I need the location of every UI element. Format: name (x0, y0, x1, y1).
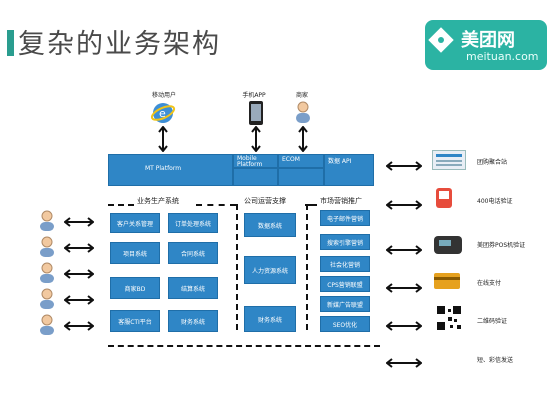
platform-main: MT Platform (108, 154, 233, 186)
arrow-user-to-business (64, 243, 94, 253)
ops-box-finance: 财务系统 (244, 306, 296, 332)
platform-ecom-lower (278, 168, 324, 186)
column-title-operations: 公司运营支撑 (244, 197, 286, 205)
business-box-finance: 财务系统 (168, 310, 218, 332)
arrow-merchant-to-platform (298, 126, 308, 152)
logo-mark-dot (438, 37, 444, 43)
pos-icon (434, 236, 462, 254)
arrow-to-service (386, 358, 422, 368)
user-icon (40, 288, 54, 309)
svg-text:e: e (159, 107, 166, 120)
title-accent-bar (7, 30, 14, 56)
service-label-pos: 美团券POS机验证 (477, 242, 526, 249)
frame-divider-2 (306, 204, 308, 330)
platform-mobile-lower (233, 168, 278, 186)
business-box-settlement: 结算系统 (168, 277, 218, 299)
frame-top-business-left (108, 204, 134, 206)
service-label-sms: 短、彩信发送 (477, 357, 514, 364)
frame-top-ops-right (305, 204, 317, 206)
platform-mobile: Mobile Platform (233, 154, 278, 168)
arrow-mobile-to-platform (158, 126, 168, 152)
service-label-payment: 在线支付 (477, 280, 502, 287)
arrow-user-to-business (64, 217, 94, 227)
service-label-qrcode: 二维码验证 (477, 318, 508, 325)
platform-ecom: ECOM (278, 154, 324, 168)
frame-divider-1 (236, 204, 238, 330)
column-title-business: 业务生产系统 (137, 197, 179, 205)
user-icon (40, 236, 54, 257)
ops-box-hr: 人力资源系统 (244, 256, 296, 284)
mkt-box-seo: SEO优化 (320, 316, 370, 332)
business-box-crm: 客户关系管理 (110, 213, 160, 233)
client-label-app: 手机APP (242, 92, 266, 99)
mkt-box-cps: CPS营销联盟 (320, 276, 370, 292)
frame-bottom (108, 345, 380, 347)
browser-icon: e (150, 103, 176, 123)
business-box-merchant-bd: 商家BD (110, 277, 160, 299)
business-box-cti: 客服CTI平台 (110, 310, 160, 332)
card-icon (434, 273, 460, 289)
aggregator-site-icon (432, 150, 466, 170)
ops-box-data: 数据系统 (244, 213, 296, 237)
phone-icon (249, 101, 263, 125)
mkt-box-sem: 搜索引擎营销 (320, 234, 370, 250)
arrow-user-to-business (64, 269, 94, 279)
frame-top-business-right (196, 204, 236, 206)
logo-text-cn: 美团网 (461, 30, 515, 51)
page-title: 复杂的业务架构 (18, 29, 221, 60)
mkt-box-email: 电子邮件营销 (320, 210, 370, 226)
column-title-marketing: 市场营销推广 (320, 197, 362, 205)
arrow-user-to-business (64, 295, 94, 305)
user-icon (40, 262, 54, 283)
mkt-box-social: 社会化营销 (320, 256, 370, 272)
arrow-user-to-business (64, 321, 94, 331)
phone-verify-icon (436, 188, 452, 208)
mkt-box-newmedia: 新媒广告联盟 (320, 296, 370, 312)
merchant-user-icon (296, 101, 310, 123)
business-box-project: 项目系统 (110, 242, 160, 264)
service-label-phone-verify: 400电话验证 (477, 198, 513, 205)
business-box-order: 订单处理系统 (168, 213, 218, 233)
user-icon (40, 314, 54, 335)
service-label-aggregator: 团购聚合站 (477, 159, 508, 166)
arrow-to-service (386, 200, 422, 210)
client-label-merchant: 商家 (295, 92, 308, 99)
user-icon (40, 210, 54, 231)
arrow-to-service (386, 321, 422, 331)
arrow-to-service (386, 283, 422, 293)
logo-text-en: meituan.com (466, 50, 539, 63)
arrow-to-service (386, 245, 422, 255)
arrow-app-to-platform (251, 126, 261, 152)
qrcode-icon (436, 305, 462, 331)
platform-data-api: 数据 API (324, 154, 374, 186)
arrow-to-service (386, 161, 422, 171)
business-box-contract: 合同系统 (168, 242, 218, 264)
client-label-mobile-user: 移动用户 (151, 92, 176, 99)
